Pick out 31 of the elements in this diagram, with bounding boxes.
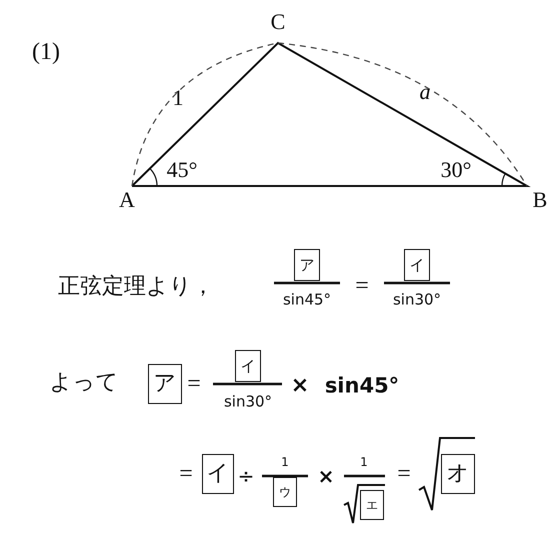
math-operator: = — [397, 462, 411, 486]
answer-box: オ — [441, 454, 475, 494]
trig-term: sin30° — [392, 292, 442, 308]
numerator: 1 — [281, 456, 289, 468]
angle-label: 30° — [440, 159, 472, 181]
answer-box: イ — [404, 249, 430, 281]
math-operator: × — [290, 375, 310, 397]
math-operator: × — [318, 466, 334, 486]
answer-box: イ — [235, 350, 261, 382]
math-operator: ÷ — [238, 466, 254, 486]
angle-label: 45° — [166, 159, 198, 181]
answer-box: イ — [202, 454, 234, 494]
problem-number: (1) — [32, 40, 60, 64]
vertex-label: A — [119, 189, 135, 211]
answer-box: ア — [148, 364, 182, 404]
trig-term: sin45° — [324, 376, 400, 396]
answer-box: エ — [360, 490, 384, 520]
equation-text: よって — [50, 371, 118, 393]
answer-box: ア — [294, 249, 320, 281]
math-operator: = — [187, 372, 201, 396]
trig-term: sin45° — [282, 292, 332, 308]
side-length-label: 1 — [172, 87, 184, 109]
vertex-label: C — [270, 11, 286, 33]
numerator: 1 — [360, 456, 368, 468]
answer-box: ウ — [273, 477, 297, 507]
vertex-label: B — [532, 189, 548, 211]
trig-term: sin30° — [224, 394, 272, 410]
equation-text: 正弦定理より， — [58, 275, 214, 297]
math-operator: = — [179, 462, 193, 486]
math-operator: = — [355, 274, 369, 298]
side-length-label: a — [420, 81, 430, 103]
